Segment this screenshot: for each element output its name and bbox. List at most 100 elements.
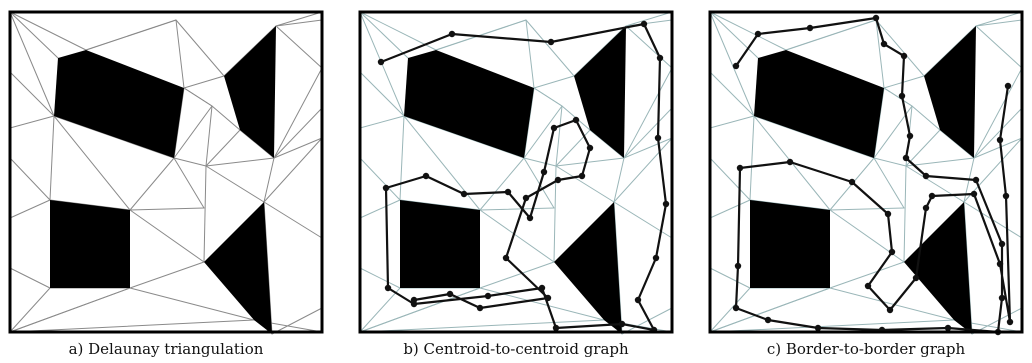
triangulation-edge (709, 157, 751, 201)
triangulation-edge (359, 115, 405, 129)
caption-c: c) Border-to-border graph (766, 340, 966, 358)
obstacle-polygon (924, 26, 976, 158)
graph-node (886, 306, 894, 314)
graph-path (377, 20, 670, 334)
triangulation-edge (9, 199, 51, 219)
triangulation-edge (129, 287, 255, 321)
graph-node (1006, 318, 1014, 326)
triangulation-edge (533, 75, 575, 89)
graph-node (544, 294, 552, 302)
graph-node (996, 260, 1004, 268)
graph-node (922, 204, 930, 212)
obstacle-polygon (400, 200, 480, 288)
graph-node (814, 324, 822, 332)
graph-node (522, 194, 530, 202)
triangulation-edge (623, 67, 673, 159)
graph-node (382, 184, 390, 192)
triangulation-edge (211, 105, 241, 131)
triangulation-edge (975, 19, 1023, 27)
triangulation-edge (173, 105, 213, 159)
outer-frame (708, 10, 1024, 334)
triangulation-edge (829, 287, 955, 321)
graph-node (410, 296, 418, 304)
triangulation-edge (9, 157, 51, 201)
triangulation-edge (873, 157, 905, 209)
graph-node (550, 124, 558, 132)
triangulation-edge (9, 287, 131, 333)
graph-node (640, 20, 648, 28)
triangulation-edge (275, 11, 323, 27)
graph-node (502, 254, 510, 262)
triangulation-edge (85, 19, 177, 51)
centroid-graph-diagram (358, 10, 674, 335)
triangulation-edge (525, 19, 575, 77)
triangulation-edge (129, 209, 205, 263)
graph-node (540, 168, 548, 176)
graph-node (446, 290, 454, 298)
triangulation-edge (883, 87, 913, 107)
triangulation-edge (829, 207, 905, 211)
graph-node (538, 284, 546, 292)
graph-node (912, 274, 920, 282)
graph-node (652, 254, 660, 262)
triangulation-edge (359, 157, 401, 201)
triangulation-edge (523, 105, 563, 159)
graph-node (754, 30, 762, 38)
obstacle-polygon (554, 202, 622, 334)
triangulation-edge (359, 199, 401, 219)
graph-node (1004, 82, 1012, 90)
obstacles (50, 26, 276, 334)
graph-node (504, 188, 512, 196)
graph-node (944, 324, 952, 332)
triangulation-edge (359, 11, 409, 59)
triangulation-edge (625, 25, 673, 69)
graph-node (906, 132, 914, 140)
triangulation-edge (523, 157, 555, 209)
border-graph-diagram (708, 10, 1024, 336)
triangulation-edge (709, 11, 759, 59)
obstacle-polygon (574, 26, 626, 158)
triangulation-edge (205, 129, 241, 167)
triangulation-edge (613, 201, 673, 239)
graph-node (377, 58, 385, 66)
triangulation-edge (973, 67, 1023, 159)
graph-node (898, 92, 906, 100)
graph-node (552, 324, 560, 332)
triangulation-edge (785, 19, 877, 51)
triangulation-edge (9, 11, 59, 59)
triangulation-edge (359, 267, 401, 289)
graph-node (732, 62, 740, 70)
obstacle-polygon (750, 200, 830, 288)
graph-node (1002, 192, 1010, 200)
triangulation-edge (525, 19, 535, 89)
triangulation-edge (555, 105, 563, 167)
triangulation-edge (883, 75, 925, 89)
triangulation-edge (709, 319, 955, 333)
graph-node (884, 210, 892, 218)
graph-node (848, 178, 856, 186)
triangulation-edge (435, 19, 527, 51)
triangulation-edge (479, 207, 555, 211)
outer-frame (358, 10, 674, 334)
triangulation-edge (613, 157, 625, 203)
caption-a: a) Delaunay triangulation (68, 340, 264, 358)
triangulation-edge (873, 157, 907, 167)
panel-border-graph (706, 8, 1026, 336)
triangulation-edge (533, 87, 563, 107)
triangulation-edge (975, 11, 1023, 27)
obstacles (400, 26, 626, 334)
triangulation-edge (973, 137, 1023, 159)
triangulation-edge (273, 137, 323, 159)
graph-node (476, 304, 484, 312)
triangulation-edge (555, 157, 625, 167)
triangulation-edge (205, 157, 275, 167)
triangulation-edge (479, 157, 525, 211)
triangulation-edges (9, 11, 323, 335)
graph-node (902, 154, 910, 162)
triangulation-edge (359, 11, 437, 51)
graph-path (732, 14, 1014, 336)
triangulation-edge (263, 201, 323, 239)
triangulation-edge (183, 87, 213, 107)
triangulation-edge (905, 157, 975, 167)
triangulation-edge (623, 137, 673, 159)
